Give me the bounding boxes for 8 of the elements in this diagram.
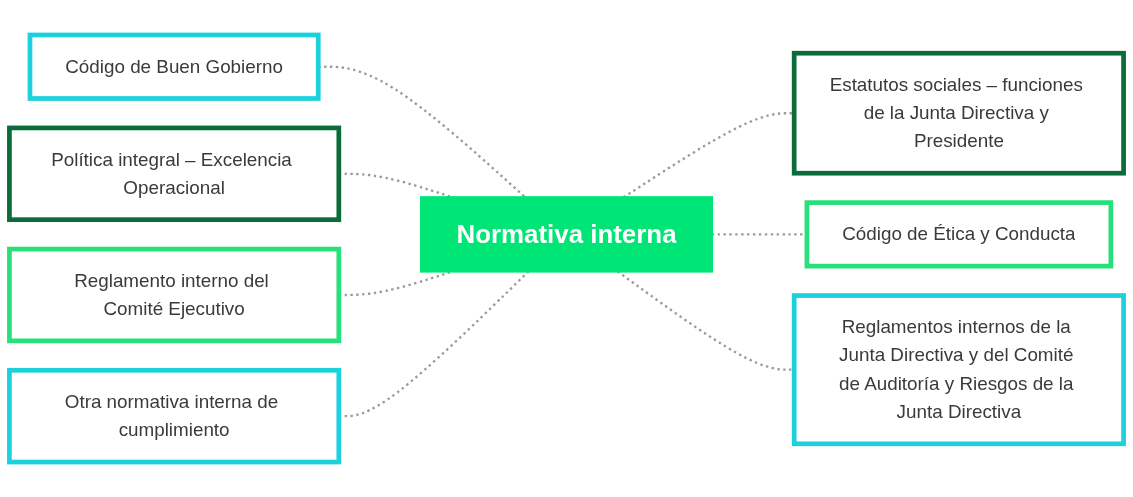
- node-box: Reglamento interno del Comité Ejecutivo: [7, 246, 342, 344]
- node-box: Código de Ética y Conducta: [804, 200, 1114, 269]
- node-box: Política integral – Excelencia Operacional: [7, 125, 342, 223]
- node-box: Normativa interna: [420, 196, 713, 273]
- node-box: Código de Buen Gobierno: [27, 32, 321, 101]
- node-box: Reglamentos internos de la Junta Directiva y del Comité de Auditoría y Riesgos de la Junta Directiva: [791, 293, 1126, 447]
- node-box: Estatutos sociales – funciones de la Junta Directiva y Presidente: [791, 50, 1126, 176]
- node-box: Otra normativa interna de cumplimiento: [7, 367, 342, 465]
